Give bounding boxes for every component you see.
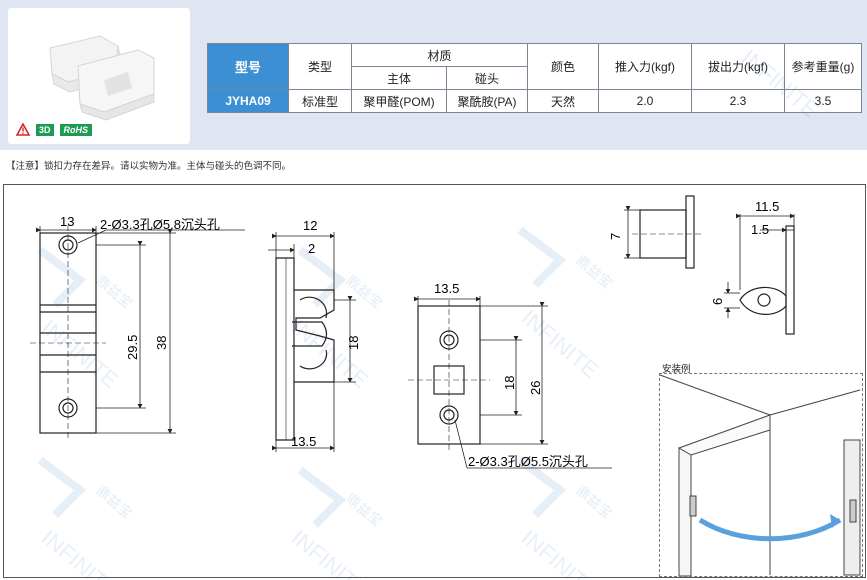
cell-pull: 2.3 (691, 89, 785, 113)
svg-text:INFINITE: INFINITE (287, 315, 373, 393)
spec-table: 型号 类型 材质 颜色 推入力(kgf) 拔出力(kgf) 参考重量(g) 主体… (207, 43, 862, 113)
col-body: 主体 (351, 66, 447, 90)
svg-text:鼎益宝: 鼎益宝 (343, 490, 385, 529)
view3-holes: 2-Ø3.3孔Ø5.5沉头孔 (468, 454, 588, 469)
badge-rohs: RoHS (59, 123, 93, 136)
cell-color: 天然 (527, 89, 599, 113)
svg-text:6: 6 (710, 298, 725, 305)
col-material: 材质 (351, 43, 528, 67)
svg-text:26: 26 (528, 381, 543, 395)
col-push: 推入力(kgf) (598, 43, 692, 90)
svg-text:INFINITE: INFINITE (517, 525, 603, 580)
svg-text:鼎益宝: 鼎益宝 (93, 272, 135, 311)
col-pull: 拔出力(kgf) (691, 43, 785, 90)
col-striker: 碰头 (446, 66, 528, 90)
svg-text:11.5: 11.5 (755, 199, 779, 214)
view4-pin-side (739, 225, 795, 335)
cell-striker: 聚酰胺(PA) (446, 89, 528, 113)
svg-text:INFINITE: INFINITE (737, 45, 823, 123)
product-photo-card (8, 8, 190, 144)
svg-text:鼎益宝: 鼎益宝 (573, 252, 615, 291)
svg-text:13.5: 13.5 (434, 281, 459, 296)
svg-text:INFINITE: INFINITE (37, 525, 123, 580)
svg-text:鼎益宝: 鼎益宝 (93, 482, 135, 521)
badge-3d: 3D (36, 123, 54, 136)
cell-push: 2.0 (598, 89, 692, 113)
col-weight: 参考重量(g) (784, 43, 862, 90)
svg-text:1.5: 1.5 (751, 222, 769, 237)
badge-row: 3D RoHS (16, 123, 93, 136)
view4-pin (632, 195, 702, 269)
install-label: 安装例 (662, 364, 691, 375)
svg-text:INFINITE: INFINITE (517, 305, 603, 383)
watermark (37, 226, 567, 528)
svg-text:29.5: 29.5 (125, 335, 140, 360)
col-model: 型号 (207, 43, 289, 90)
cell-body: 聚甲醛(POM) (351, 89, 447, 113)
svg-text:鼎益宝: 鼎益宝 (573, 482, 615, 521)
svg-text:12: 12 (303, 218, 317, 233)
cell-weight: 3.5 (784, 89, 862, 113)
svg-text:7: 7 (608, 233, 623, 240)
cell-type: 标准型 (288, 89, 352, 113)
warning-triangle-icon (16, 123, 30, 136)
svg-text:鼎益宝: 鼎益宝 (343, 272, 385, 311)
install-illustration (659, 374, 861, 577)
col-type: 类型 (288, 43, 352, 90)
svg-text:INFINITE: INFINITE (37, 315, 123, 393)
cell-model: JYHA09 (207, 89, 289, 113)
svg-text:18: 18 (502, 376, 517, 390)
svg-text:13.5: 13.5 (291, 434, 316, 449)
install-example-box (659, 373, 863, 577)
note-text: 【注意】锁扣力存在差异。请以实物为准。主体与碰头的色调不同。 (6, 161, 292, 172)
svg-text:13: 13 (60, 214, 74, 229)
col-color: 颜色 (527, 43, 599, 90)
view3-striker (408, 300, 490, 450)
svg-text:2: 2 (308, 241, 315, 256)
view1-holes: 2-Ø3.3孔Ø5.8沉头孔 (100, 217, 220, 232)
svg-text:INFINITE: INFINITE (287, 525, 373, 580)
view1-front (30, 225, 106, 440)
svg-text:18: 18 (346, 336, 361, 350)
svg-text:38: 38 (154, 336, 169, 350)
install-arrow (698, 517, 842, 542)
product-photo (49, 35, 155, 121)
